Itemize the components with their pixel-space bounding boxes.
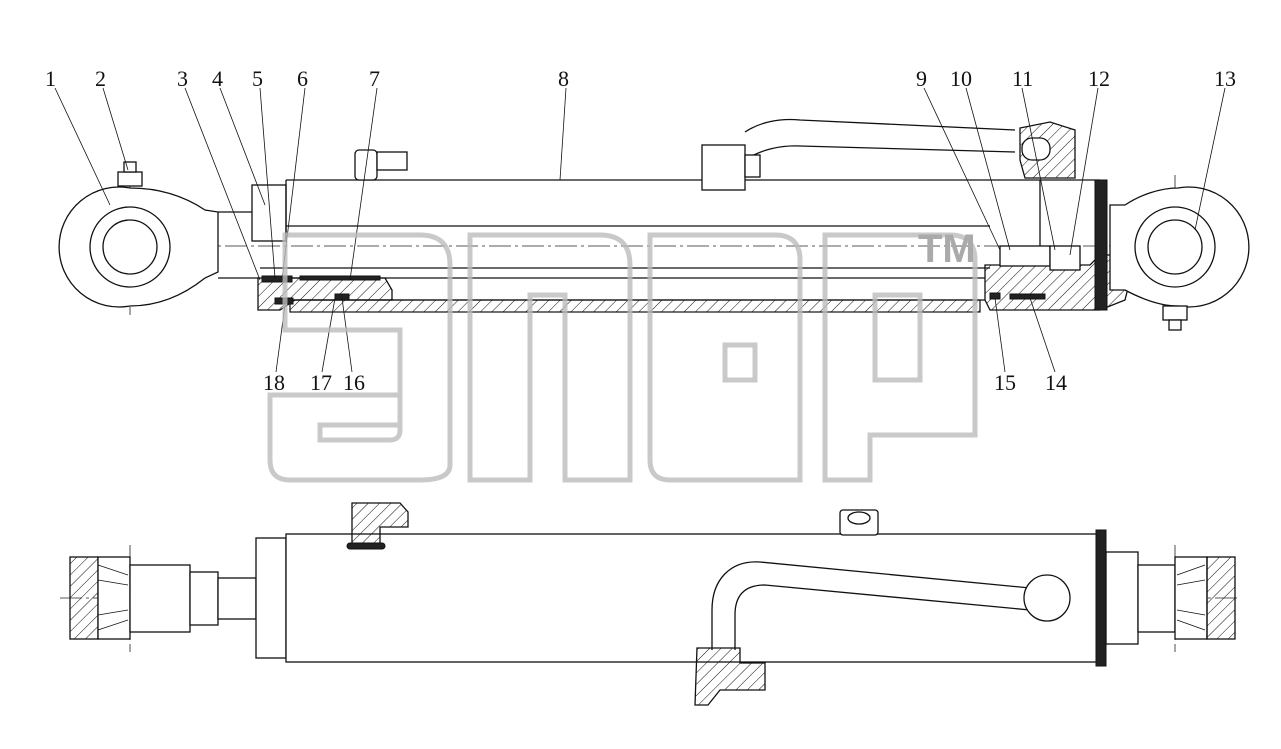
exterior-end-ring: [1095, 529, 1107, 667]
callout-1: 1: [45, 66, 56, 91]
top-port-fitting: [346, 502, 409, 550]
exterior-barrel: [285, 533, 1099, 663]
leader-lines: [54, 87, 1226, 373]
exterior-gland-nut: [255, 537, 287, 659]
left-rod-eye: [58, 161, 219, 308]
external-pipe: [694, 561, 1071, 706]
callout-18: 18: [263, 370, 285, 395]
callout-17: 17: [310, 370, 332, 395]
piston-section: [984, 180, 1131, 311]
callout-16: 16: [343, 370, 365, 395]
callout-labels: 1 2 3 4 5 6 7 8 9 10 11 12 13 14 15 16 1…: [45, 66, 1236, 395]
callout-12: 12: [1088, 66, 1110, 91]
callout-7: 7: [369, 66, 380, 91]
callout-8: 8: [558, 66, 569, 91]
watermark-tm: TM: [918, 227, 976, 271]
callout-14: 14: [1045, 370, 1067, 395]
left-end-block: [69, 556, 257, 640]
callout-11: 11: [1012, 66, 1033, 91]
callout-15: 15: [994, 370, 1016, 395]
callout-6: 6: [297, 66, 308, 91]
gland-nut: [251, 184, 287, 242]
callout-10: 10: [950, 66, 972, 91]
callout-3: 3: [177, 66, 188, 91]
transfer-pipe: [701, 118, 1076, 191]
barrel-wall-section: [289, 299, 981, 313]
end-cap-ring: [1094, 179, 1108, 311]
left-port-fitting: [354, 149, 408, 181]
piston-rod: [218, 211, 990, 279]
cylinder-barrel: [285, 179, 1100, 301]
callout-5: 5: [252, 66, 263, 91]
right-end-block: [1105, 551, 1236, 645]
watermark-logo: TM: [267, 227, 978, 483]
callout-13: 13: [1214, 66, 1236, 91]
callout-2: 2: [95, 66, 106, 91]
callout-4: 4: [212, 66, 223, 91]
section-view: [58, 118, 1250, 331]
exterior-view: [60, 502, 1240, 706]
callout-9: 9: [916, 66, 927, 91]
right-rod-eye: [1109, 186, 1250, 331]
barrel-boss: [839, 509, 879, 536]
